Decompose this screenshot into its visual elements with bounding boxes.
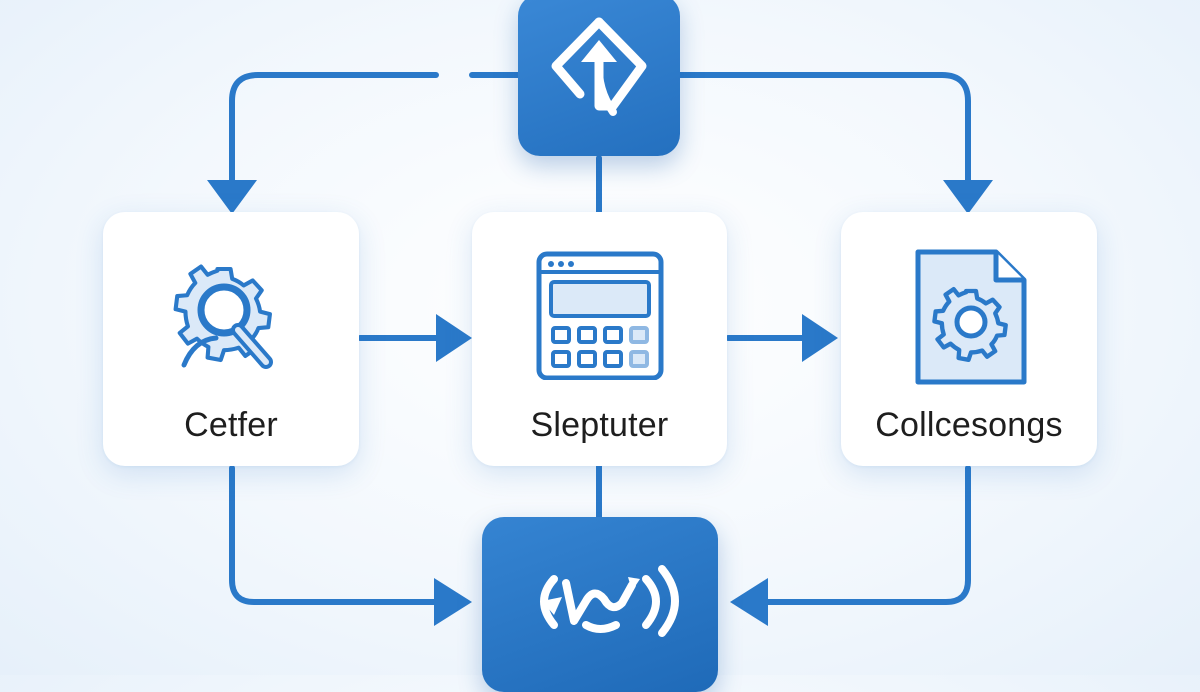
connector-right-to-bottom	[749, 465, 971, 605]
bottom-node-tile[interactable]	[482, 517, 718, 692]
app-window-grid-icon	[536, 251, 663, 380]
gear-document-icon	[915, 249, 1027, 385]
top-node-tile[interactable]	[518, 0, 680, 156]
node-label-right: Collcesongs	[875, 406, 1063, 444]
connector-top-to-right	[677, 72, 971, 193]
connector-left-to-bottom	[229, 465, 453, 605]
node-card-right[interactable]: Collcesongs	[841, 212, 1097, 466]
arrowhead-down-left	[207, 180, 257, 214]
node-card-left[interactable]: Cetfer	[103, 212, 359, 466]
connector-layer	[207, 72, 993, 626]
arrowhead-right-bottom	[434, 578, 472, 626]
gear-search-icon	[173, 264, 273, 369]
wave-sync-icon	[540, 565, 679, 637]
direction-arrow-icon	[551, 17, 647, 116]
connector-top-to-left	[229, 72, 439, 193]
arrowhead-right-center	[436, 314, 472, 362]
arrowhead-down-right	[943, 180, 993, 214]
node-label-center: Sleptuter	[530, 406, 669, 444]
arrowhead-left-bottom	[730, 578, 768, 626]
node-card-center[interactable]: Sleptuter	[472, 212, 727, 466]
arrowhead-right-right	[802, 314, 838, 362]
node-label-left: Cetfer	[184, 406, 278, 444]
